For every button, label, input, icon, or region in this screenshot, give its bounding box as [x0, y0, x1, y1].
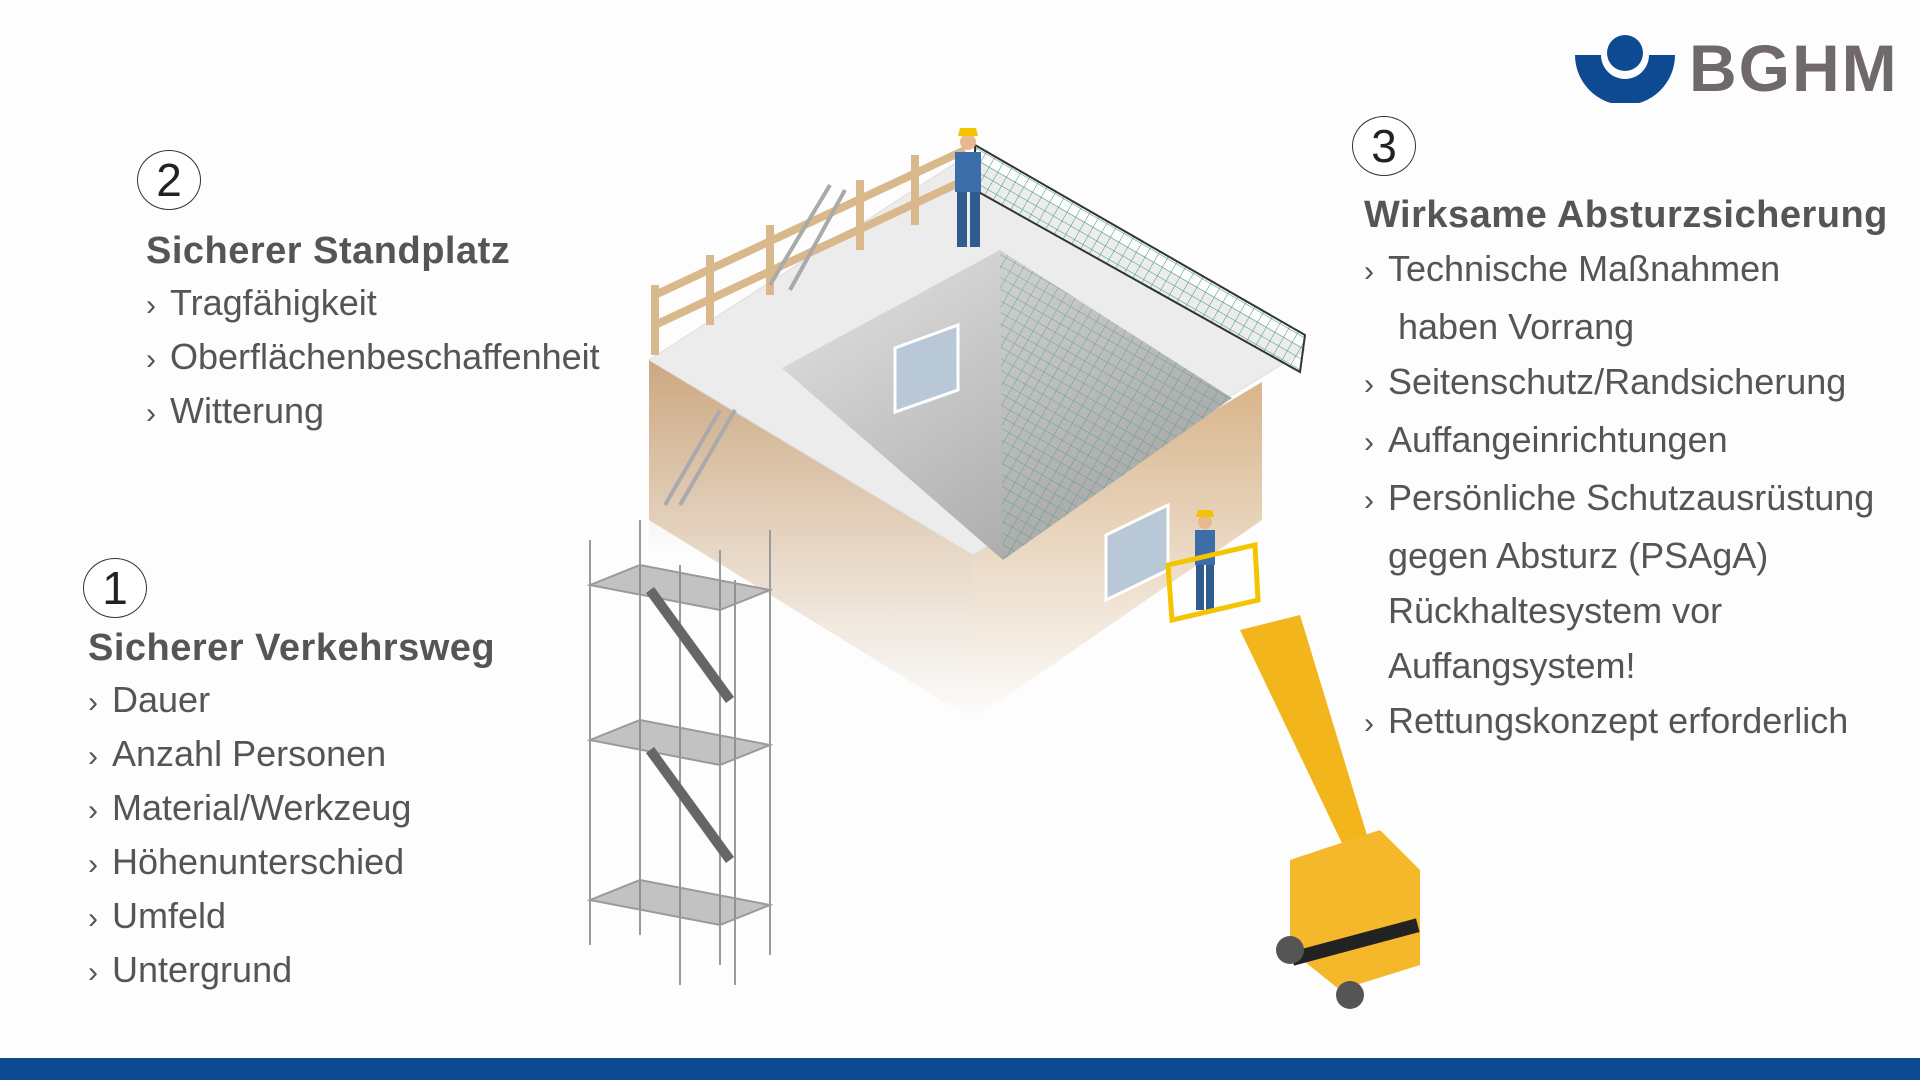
list-item: ›Technische Maßnahmen	[1364, 241, 1888, 299]
list-item: ›Tragfähigkeit	[146, 277, 600, 331]
section-safe-traffic-route: Sicherer Verkehrsweg ›Dauer ›Anzahl Pers…	[88, 627, 495, 998]
stair-tower-scaffold	[586, 520, 774, 985]
list-item: ›Dauer	[88, 674, 495, 728]
list-item-continuation: gegen Absturz (PSAgA)	[1388, 535, 1769, 576]
list-item: ›Umfeld	[88, 890, 495, 944]
section-number-3: 3	[1352, 116, 1416, 176]
list-item-continuation: haben Vorrang	[1398, 306, 1635, 347]
bghm-logo-icon	[1575, 35, 1675, 103]
section-fall-protection: Wirksame Absturzsicherung ›Technische Ma…	[1364, 194, 1888, 751]
list-item: ›Anzahl Personen	[88, 728, 495, 782]
chevron-right-icon: ›	[88, 956, 98, 989]
section-number-2: 2	[137, 150, 201, 210]
footer-bar	[0, 1058, 1920, 1080]
list-item: ›Rettungskonzept erforderlich	[1364, 693, 1888, 751]
chevron-right-icon: ›	[88, 740, 98, 773]
list-item: ›Seitenschutz/Randsicherung	[1364, 354, 1888, 412]
chevron-right-icon: ›	[88, 794, 98, 827]
chevron-right-icon: ›	[146, 343, 156, 376]
section-number-1: 1	[83, 558, 147, 618]
chevron-right-icon: ›	[146, 289, 156, 322]
section-title: Wirksame Absturzsicherung	[1364, 194, 1888, 236]
chevron-right-icon: ›	[88, 686, 98, 719]
list-item-continuation: Auffangsystem!	[1388, 645, 1636, 686]
guardrail	[651, 146, 967, 355]
list-item: ›Persönliche Schutzausrüstung	[1364, 470, 1888, 528]
chevron-right-icon: ›	[1364, 707, 1374, 740]
list-item-continuation: Rückhaltesystem vor	[1388, 590, 1723, 631]
worker-on-roof	[955, 128, 981, 247]
chevron-right-icon: ›	[88, 848, 98, 881]
list-item: ›Oberflächenbeschaffenheit	[146, 331, 600, 385]
list-item: ›Höhenunterschied	[88, 836, 495, 890]
list-item: ›Material/Werkzeug	[88, 782, 495, 836]
chevron-right-icon: ›	[1364, 484, 1374, 517]
section-title: Sicherer Standplatz	[146, 230, 511, 272]
section-safe-standing: Sicherer Standplatz ›Tragfähigkeit ›Ober…	[146, 230, 600, 439]
chevron-right-icon: ›	[88, 902, 98, 935]
aerial-work-platform	[1165, 541, 1420, 1009]
chevron-right-icon: ›	[1364, 255, 1374, 288]
list-item: ›Witterung	[146, 385, 600, 439]
chevron-right-icon: ›	[1364, 368, 1374, 401]
logo-text: BGHM	[1689, 31, 1899, 105]
list-item: ›Untergrund	[88, 944, 495, 998]
bghm-logo: BGHM	[1575, 30, 1899, 106]
chevron-right-icon: ›	[1364, 426, 1374, 459]
list-item: ›Auffangeinrichtungen	[1364, 412, 1888, 470]
ladder	[663, 183, 847, 507]
chevron-right-icon: ›	[146, 397, 156, 430]
section-title: Sicherer Verkehrsweg	[88, 627, 496, 669]
